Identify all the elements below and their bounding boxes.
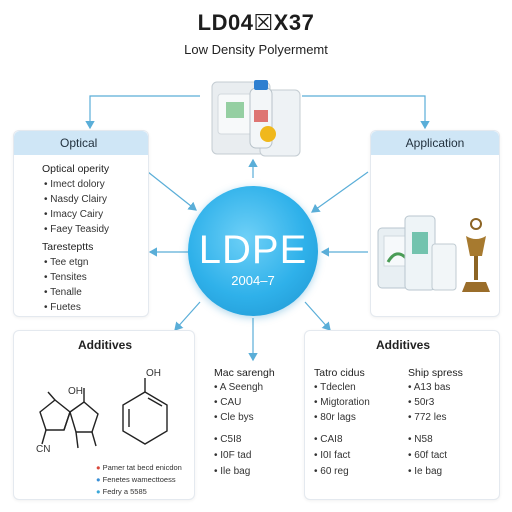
chem-label: CN (36, 444, 51, 455)
hub-label: LDPE (198, 228, 308, 272)
right-col2-item-2: • Ie bag (408, 466, 443, 477)
right-col2-heading: Ship spress (408, 367, 463, 379)
optical-item-2: • Tee etgn (44, 257, 89, 268)
arrow-optical-to-hub (147, 171, 197, 211)
legend-dot-icon: ● (96, 475, 101, 484)
legend-item: ● Pamer tat becd enicdon (96, 463, 182, 472)
optical-item-2: • Tenalle (44, 287, 82, 298)
optical-item: • Imect dolory (44, 179, 105, 190)
optical-heading: Optical operity (42, 163, 110, 175)
optical-panel: Optical (13, 130, 149, 317)
right-col1-item: • 80r lags (314, 412, 356, 423)
right-col1-heading: Tatro cidus (314, 367, 365, 379)
chem-label: OH (146, 368, 161, 379)
right-col2-item: • A13 bas (408, 382, 451, 393)
right-col1-item: • Tdeclen (314, 382, 356, 393)
middle-item-2: • Ile bag (214, 466, 251, 477)
optical-panel-header: Optical (14, 131, 148, 155)
middle-heading: Mac sarengh (214, 367, 275, 379)
right-col2-item-2: • 60f tact (408, 450, 448, 461)
right-col1-item: • Migtoration (314, 397, 370, 408)
arrow-application-to-hub (311, 171, 369, 213)
arrow-product-to-application (302, 95, 430, 130)
middle-item-2: • I0F tad (214, 450, 252, 461)
legend-dot-icon: ● (96, 487, 101, 496)
legend-item: ● Fenetes wamecttoess (96, 475, 176, 484)
application-panel-header: Application (371, 131, 499, 155)
optical-item: • Faey Teasidy (44, 224, 110, 235)
optical-item-2: • Tensites (44, 272, 87, 283)
page-subtitle: Low Density Polyermemt (184, 42, 328, 57)
page-title: LD04☒X37 (197, 10, 315, 35)
right-col1-item-2: • 60 reg (314, 466, 349, 477)
ldpe-hub-circle (188, 186, 318, 316)
optical-heading-2: Taresteptts (42, 241, 94, 253)
optical-item: • Nasdy Clairy (44, 194, 107, 205)
optical-item: • Imacy Cairy (44, 209, 104, 220)
hub-code: 2004–7 (231, 273, 275, 288)
chem-label: OH (68, 386, 83, 397)
additives-right-title: Additives (376, 338, 431, 352)
arrow-hub-to-additives-left (174, 301, 201, 331)
legend-item: ● Fedry a 5585 (96, 487, 147, 496)
right-col2-item: • 50r3 (408, 397, 435, 408)
application-panel: Application (370, 130, 500, 317)
arrow-hub-to-additives-right (304, 301, 331, 331)
right-col1-item-2: • I0I fact (314, 450, 351, 461)
additives-left-title: Additives (78, 338, 133, 352)
middle-item-2: • C5I8 (214, 434, 242, 445)
arrow-product-to-optical (85, 95, 200, 130)
middle-item: • A Seengh (214, 382, 264, 393)
right-col2-item: • 772 les (408, 412, 447, 423)
optical-item-2: • Fuetes (44, 302, 81, 313)
legend-dot-icon: ● (96, 463, 101, 472)
additives-right-panel (304, 330, 500, 500)
right-col2-item-2: • N58 (408, 434, 433, 445)
middle-item: • CAU (214, 397, 242, 408)
middle-item: • Cle bys (214, 412, 254, 423)
right-col1-item-2: • CAI8 (314, 434, 343, 445)
